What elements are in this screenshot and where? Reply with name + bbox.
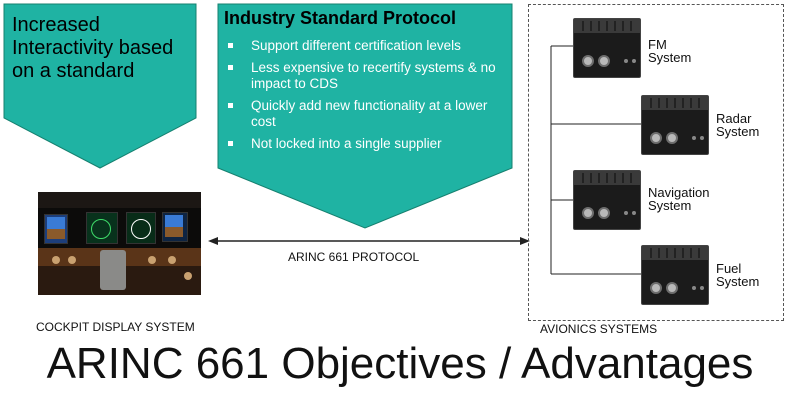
cockpit-knob-icon — [52, 256, 60, 264]
protocol-arrow — [208, 237, 530, 245]
connector-icon — [666, 282, 678, 294]
bullet-item: Less expensive to recertify systems & no… — [226, 60, 496, 92]
cockpit-glareshield — [38, 192, 201, 208]
connector-icon — [666, 132, 678, 144]
bullet-icon — [228, 141, 233, 146]
cockpit-display-image — [38, 192, 201, 295]
connector-icon — [598, 55, 610, 67]
avionics-unit-fm — [573, 18, 641, 78]
cockpit-knob-icon — [184, 272, 192, 280]
bullet-icon — [228, 103, 233, 108]
system-name: Radar — [716, 111, 752, 126]
connector-icon — [582, 207, 594, 219]
bullet-item: Not locked into a single supplier — [226, 136, 496, 152]
cockpit-screen-pfd — [44, 214, 68, 244]
cockpit-screen-mfd — [162, 212, 188, 242]
bullet-text: Support different certification levels — [251, 38, 461, 53]
connector-icon — [650, 282, 662, 294]
bullet-item: Quickly add new functionality at a lower… — [226, 98, 496, 130]
avionics-systems-box — [528, 4, 784, 321]
avionics-unit-radar — [641, 95, 709, 155]
cockpit-caption: COCKPIT DISPLAY SYSTEM — [36, 320, 195, 334]
system-suffix: System — [648, 50, 692, 65]
left-banner-shape — [3, 3, 197, 169]
avionics-unit-navigation — [573, 170, 641, 230]
avionics-caption: AVIONICS SYSTEMS — [540, 322, 658, 336]
system-label-radar: Radar System — [716, 112, 759, 138]
left-banner-text: Increased Interactivity based on a stand… — [12, 14, 174, 82]
system-suffix: System — [716, 124, 760, 139]
page-title: ARINC 661 Objectives / Advantages — [46, 339, 754, 388]
cockpit-screen-eicas — [126, 212, 156, 244]
bullet-item: Support different certification levels — [226, 38, 496, 54]
right-banner-title: Industry Standard Protocol — [224, 8, 457, 28]
bullet-text: Less expensive to recertify systems & no… — [251, 60, 496, 91]
bullet-text: Not locked into a single supplier — [251, 136, 442, 151]
connector-icon — [582, 55, 594, 67]
system-name: Navigation — [648, 185, 710, 200]
bullet-icon — [228, 65, 233, 70]
system-label-fuel: Fuel System — [716, 262, 759, 288]
cockpit-screen-nd — [86, 212, 118, 244]
connector-icon — [650, 132, 662, 144]
system-suffix: System — [716, 274, 760, 289]
throttle-lever-icon — [100, 250, 126, 290]
bullet-text: Quickly add new functionality at a lower… — [251, 98, 488, 129]
system-label-fm: FM System — [648, 38, 691, 64]
system-suffix: System — [648, 198, 692, 213]
avionics-connector-lines — [550, 45, 641, 275]
right-banner-shape — [217, 3, 513, 229]
cockpit-knob-icon — [148, 256, 156, 264]
protocol-label: ARINC 661 PROTOCOL — [288, 250, 420, 264]
cockpit-knob-icon — [68, 256, 76, 264]
system-name: FM — [648, 37, 667, 52]
connector-icon — [598, 207, 610, 219]
bullet-icon — [228, 43, 233, 48]
system-name: Fuel — [716, 261, 742, 276]
system-label-navigation: Navigation System — [648, 186, 709, 212]
cockpit-knob-icon — [168, 256, 176, 264]
avionics-unit-fuel — [641, 245, 709, 305]
right-banner-bullets: Support different certification levels L… — [226, 38, 496, 158]
